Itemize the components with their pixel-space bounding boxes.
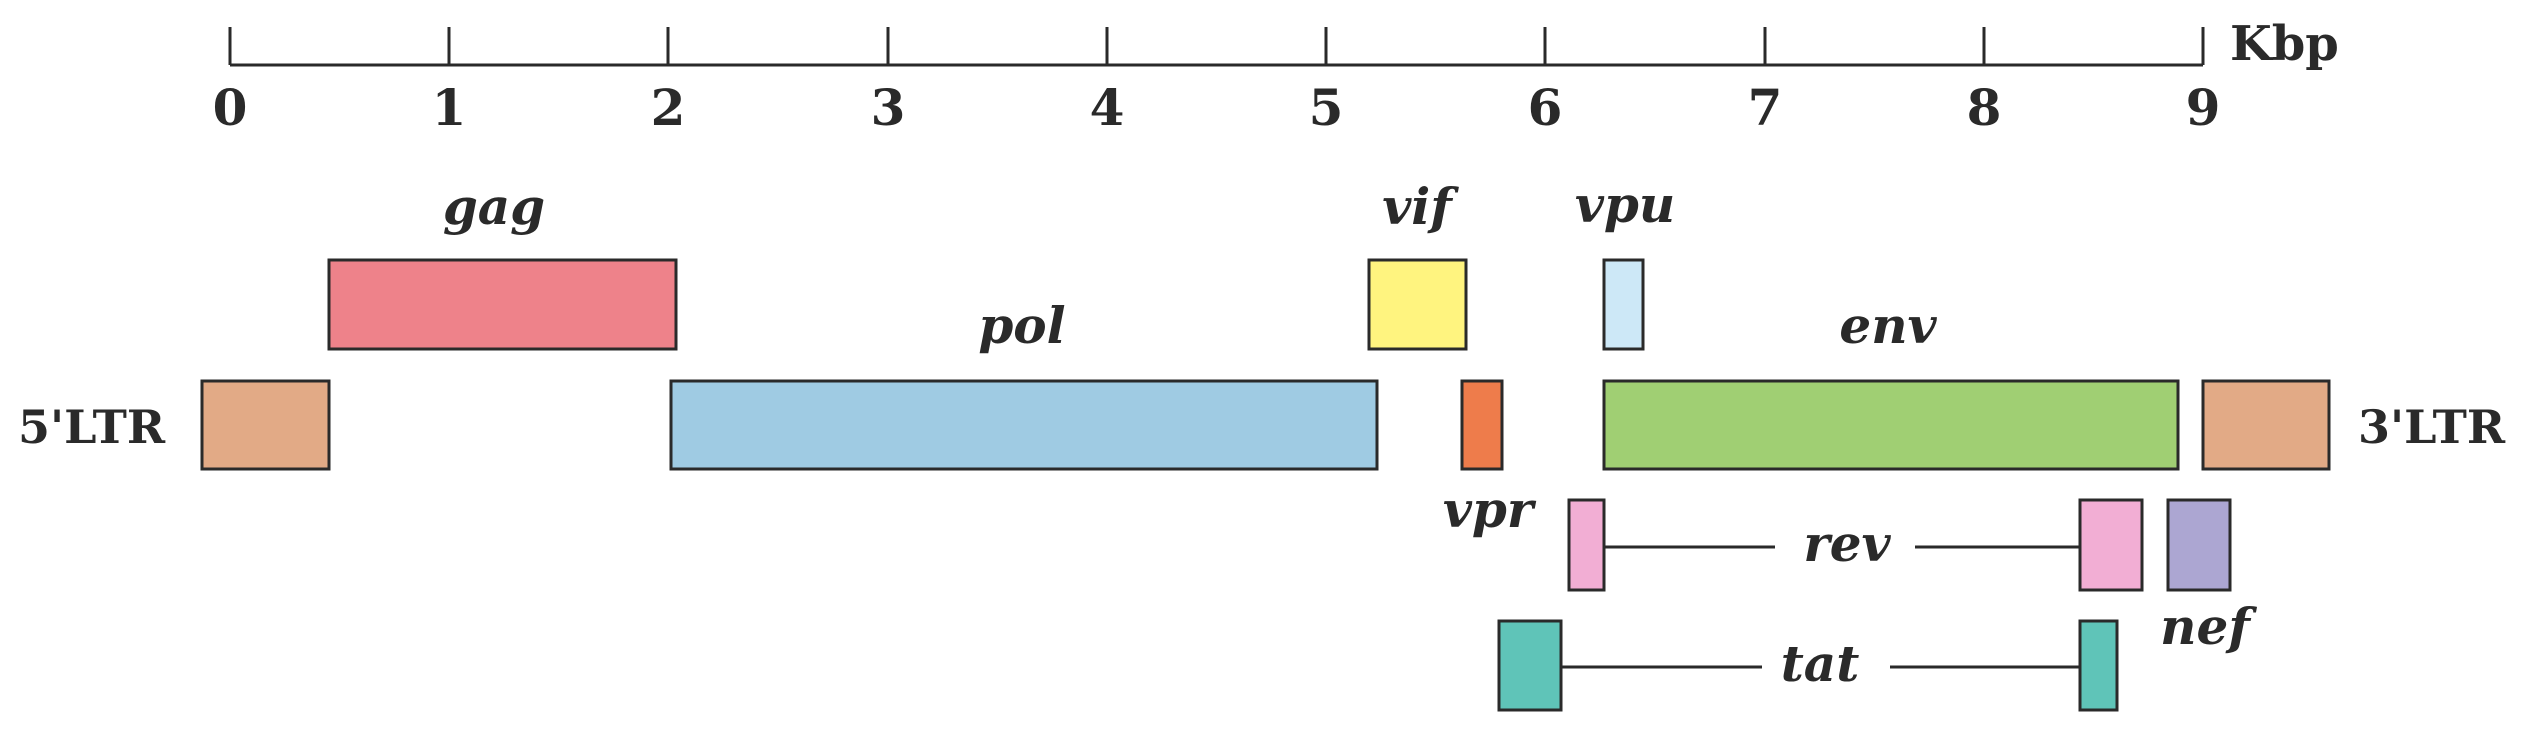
- vpr-label: vpr: [1443, 480, 1537, 539]
- pol-box: [669, 379, 1379, 471]
- three-prime-ltr-box: [2201, 379, 2331, 471]
- pol-label: pol: [978, 296, 1065, 355]
- gene-vpu: vpu: [1575, 175, 1675, 351]
- five-prime-ltr-box: [200, 379, 331, 471]
- gene-nef: nef: [2160, 498, 2257, 656]
- tat-label: tat: [1781, 634, 1860, 693]
- three-prime-ltr-label: 3'LTR: [2358, 400, 2506, 454]
- tick-label-7: 7: [1748, 78, 1783, 137]
- three-prime-ltr: 3'LTR: [2201, 379, 2506, 471]
- tick-label-0: 0: [213, 78, 248, 137]
- tat-exon-2: [2078, 619, 2119, 712]
- rev-exon-1: [1567, 498, 1606, 592]
- env-label: env: [1839, 296, 1937, 355]
- gag-label: gag: [443, 177, 545, 236]
- unit-label: Kbp: [2230, 16, 2339, 72]
- five-prime-ltr-label: 5'LTR: [18, 400, 166, 454]
- vpu-label: vpu: [1575, 175, 1675, 234]
- gene-gag: gag: [327, 177, 678, 351]
- nef-label: nef: [2160, 597, 2257, 656]
- scale-axis: 0 1 2 3 4 5 6 7 8 9 Kbp: [213, 16, 2339, 137]
- tat-exon-1: [1497, 619, 1563, 712]
- vpr-box: [1460, 379, 1504, 471]
- nef-box: [2166, 498, 2232, 592]
- five-prime-ltr: 5'LTR: [18, 379, 331, 471]
- env-box: [1602, 379, 2180, 471]
- gene-pol: pol: [669, 296, 1379, 471]
- tick-label-2: 2: [651, 78, 686, 137]
- tick-label-9: 9: [2186, 78, 2221, 137]
- tick-label-6: 6: [1528, 78, 1563, 137]
- gene-tat: tat: [1497, 619, 2119, 712]
- tick-label-5: 5: [1309, 78, 1344, 137]
- rev-label: rev: [1803, 514, 1891, 573]
- tick-label-8: 8: [1967, 78, 2002, 137]
- vif-label: vif: [1382, 177, 1459, 236]
- tick-label-3: 3: [871, 78, 906, 137]
- gene-vpr: vpr: [1443, 379, 1537, 539]
- vpu-box: [1602, 258, 1645, 351]
- gene-vif: vif: [1367, 177, 1468, 351]
- vif-box: [1367, 258, 1468, 351]
- gag-box: [327, 258, 678, 351]
- tick-label-1: 1: [432, 78, 467, 137]
- rev-exon-2: [2078, 498, 2144, 592]
- tick-label-4: 4: [1090, 78, 1125, 137]
- gene-rev: rev: [1567, 498, 2144, 592]
- gene-env: env: [1602, 296, 2180, 471]
